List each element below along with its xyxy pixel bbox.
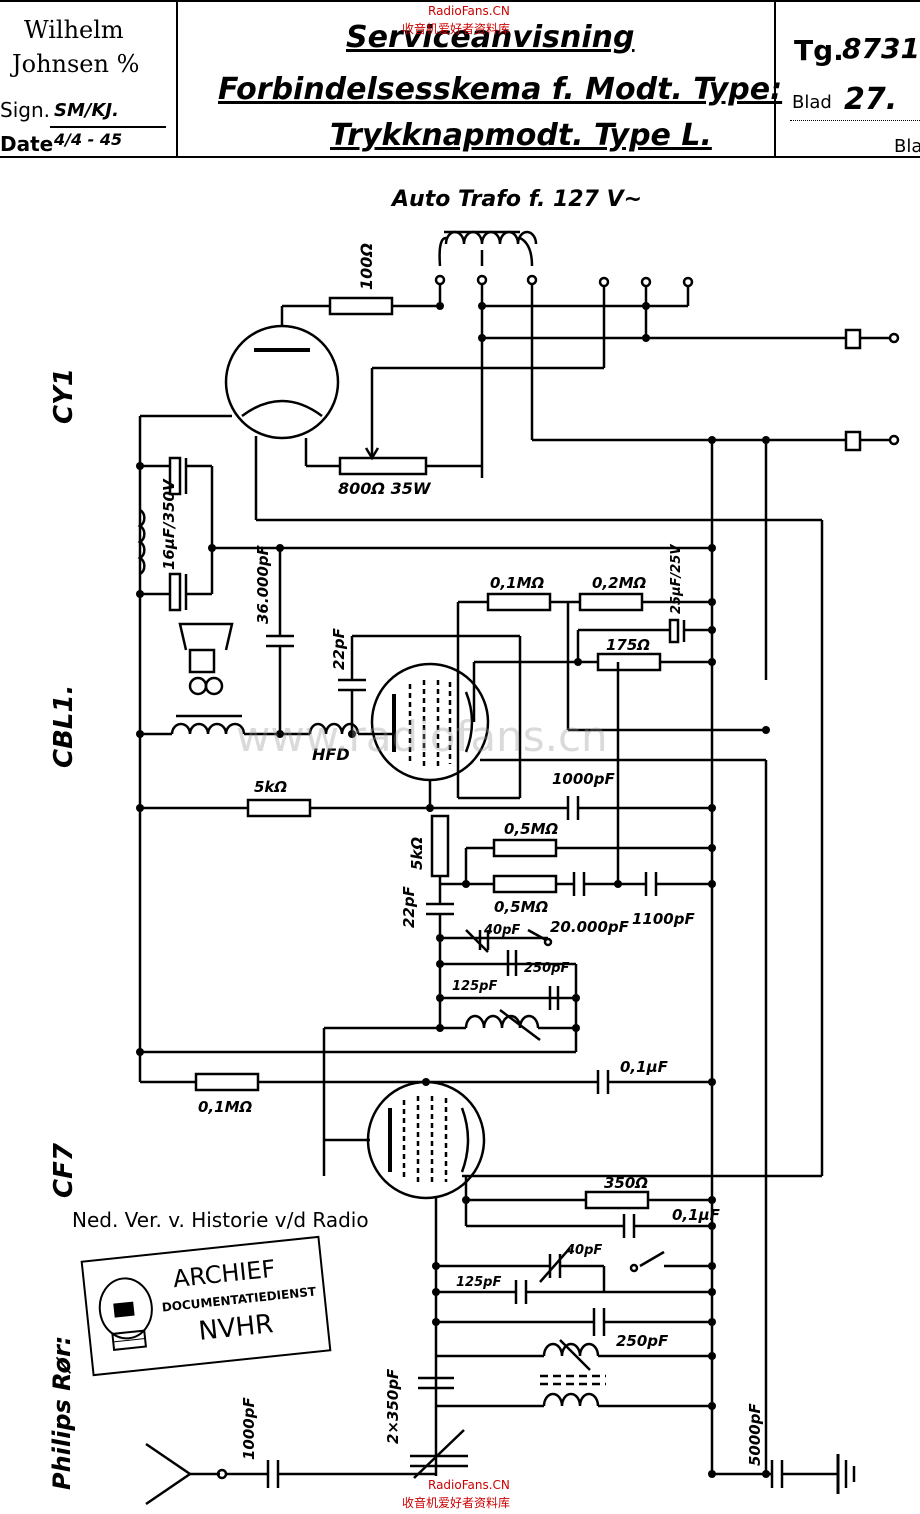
auto-transformer <box>434 230 694 288</box>
label-c-16: 16μF/350V <box>160 478 178 570</box>
label-c-2x350: 2×350pF <box>384 1368 402 1444</box>
resistor-01b <box>194 1072 260 1092</box>
label-c-5000: 5000pF <box>746 1403 764 1466</box>
watermark-bottom-cn: 收音机爱好者资料库 <box>402 1496 511 1510</box>
label-c-22a: 22pF <box>330 627 348 670</box>
label-c-1100: 1100pF <box>632 910 695 928</box>
label-r-350: 350Ω <box>604 1174 648 1192</box>
label-c-250a: 250pF <box>524 961 569 976</box>
label-c-20000: 20.000pF <box>550 918 630 936</box>
tg-label: Tg. <box>794 34 844 67</box>
label-r-05a: 0,5MΩ <box>504 820 558 838</box>
junction-dots <box>136 302 770 1478</box>
label-c-36000: 36.000pF <box>254 544 272 624</box>
watermark-top-cn: 收音机爱好者资料库 <box>402 22 511 36</box>
blad-cut: Bla <box>894 136 920 157</box>
jack-top <box>844 328 862 350</box>
label-r-5k-b: 5kΩ <box>408 837 426 870</box>
resistor-05b <box>492 874 558 894</box>
resistor-5k-a <box>246 798 312 818</box>
label-hfd: HFD <box>312 745 350 764</box>
tube-cy1 <box>224 306 340 440</box>
blad-separator <box>790 120 920 121</box>
label-r-800: 800Ω 35W <box>338 479 432 498</box>
resistor-175 <box>596 652 662 672</box>
resistor-01a <box>486 592 552 612</box>
resistor-05a <box>492 838 558 858</box>
company-line1: Wilhelm <box>24 16 124 44</box>
label-c-25: 25μF/25V <box>669 544 684 614</box>
title-block: Wilhelm Johnsen % Sign. SM/KJ. Date 4/4 … <box>0 0 920 162</box>
label-r-100: 100Ω <box>357 243 376 290</box>
label-c-40a: 40pF <box>483 923 520 938</box>
tg-value: 8731 <box>842 32 920 65</box>
label-c-250b: 250pF <box>616 1332 669 1350</box>
label-c-01a: 0,1μF <box>620 1058 669 1076</box>
resistor-02 <box>578 592 644 612</box>
date-value: 4/4 - 45 <box>54 130 123 149</box>
watermark-center: www.radiofans.cn <box>236 712 608 761</box>
label-r-01a: 0,1MΩ <box>490 574 544 592</box>
right-box <box>774 0 920 158</box>
date-label: Date <box>0 132 54 156</box>
resistor-350 <box>584 1190 650 1210</box>
watermark-top-site: RadioFans.CN <box>428 4 510 18</box>
tube-label-cbl1: CBL1. <box>49 685 79 768</box>
tube-label-cf7: CF7 <box>49 1142 79 1198</box>
label-r-05b: 0,5MΩ <box>494 898 548 916</box>
tube-origin-label: Philips Rør: <box>48 1336 76 1490</box>
sign-underline <box>50 126 166 128</box>
auto-trafo-label: Auto Trafo f. 127 V~ <box>390 187 642 212</box>
antenna-symbol <box>145 1442 193 1506</box>
label-c-01b: 0,1μF <box>672 1206 721 1224</box>
label-r-5k-a: 5kΩ <box>254 778 287 796</box>
title-line2: Forbindelsesskema f. Modt. Type: <box>218 72 783 107</box>
stamp-line1: ARCHIEF <box>171 1254 277 1294</box>
blad-value: 27. <box>844 82 898 117</box>
title-line3: Trykknapmodt. Type L. <box>330 118 712 153</box>
label-r-02: 0,2MΩ <box>592 574 646 592</box>
watermark-bottom-site: RadioFans.CN <box>428 1478 510 1492</box>
nvhr-stamp: ARCHIEF DOCUMENTATIEDIENST NVHR <box>80 1235 332 1377</box>
jack-bottom <box>844 430 862 452</box>
title-line1: Serviceanvisning <box>346 20 635 55</box>
resistor-800 <box>338 456 428 476</box>
sign-label: Sign. <box>0 98 50 122</box>
label-r-01b: 0,1MΩ <box>198 1098 252 1116</box>
stamp-logo <box>98 1277 153 1351</box>
resistor-5k-b <box>430 814 450 878</box>
label-r-175: 175Ω <box>606 636 650 654</box>
label-c-40b: 40pF <box>565 1243 602 1258</box>
label-c-125b: 125pF <box>456 1275 501 1290</box>
archive-note: Ned. Ver. v. Historie v/d Radio <box>72 1208 369 1232</box>
sign-value: SM/KJ. <box>54 100 119 121</box>
blad-label: Blad <box>792 92 832 113</box>
resistor-100 <box>328 296 394 316</box>
label-c-1000a: 1000pF <box>552 770 615 788</box>
label-c-1000b: 1000pF <box>240 1397 258 1460</box>
label-c-22b: 22pF <box>400 885 418 928</box>
loudspeaker <box>178 622 234 696</box>
stamp-line3: NVHR <box>197 1309 275 1347</box>
tube-label-cy1: CY1 <box>49 368 79 424</box>
company-line2: Johnsen % <box>12 50 140 78</box>
label-c-125a: 125pF <box>452 979 497 994</box>
